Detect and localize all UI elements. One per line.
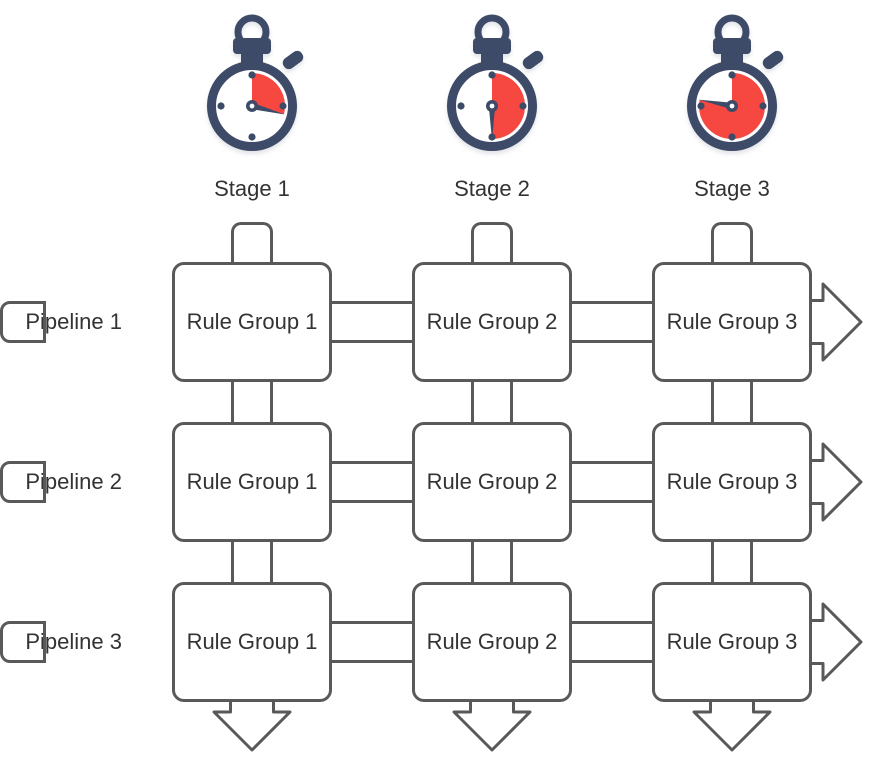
stage-2-entry-connector xyxy=(471,222,513,266)
vertical-connector xyxy=(231,540,273,584)
stage-3-exit-arrow-icon xyxy=(692,699,772,752)
horizontal-connector xyxy=(570,461,654,503)
rule-group-node: Rule Group 3 xyxy=(652,262,812,382)
horizontal-connector xyxy=(330,621,414,663)
pipeline-3-exit-arrow-icon xyxy=(810,602,863,682)
rule-group-node: Rule Group 3 xyxy=(652,422,812,542)
pipeline-1-label: Pipeline 1 xyxy=(25,309,122,334)
horizontal-connector xyxy=(570,301,654,343)
vertical-connector xyxy=(711,540,753,584)
vertical-connector xyxy=(471,380,513,424)
rule-group-node: Rule Group 2 xyxy=(412,582,572,702)
horizontal-connector xyxy=(570,621,654,663)
pipeline-2-label: Pipeline 2 xyxy=(25,469,122,494)
pipeline-2-entry-stub xyxy=(0,461,46,503)
rule-group-node: Rule Group 3 xyxy=(652,582,812,702)
rule-group-node: Rule Group 2 xyxy=(412,422,572,542)
stage-2-label: Stage 2 xyxy=(454,176,530,201)
horizontal-connector xyxy=(330,461,414,503)
stopwatch-half-icon xyxy=(447,14,544,151)
vertical-connector xyxy=(471,540,513,584)
pipeline-3-entry-stub xyxy=(0,621,46,663)
vertical-connector xyxy=(231,380,273,424)
rule-group-node: Rule Group 2 xyxy=(412,262,572,382)
stage-3-label: Stage 3 xyxy=(694,176,770,201)
horizontal-connector xyxy=(330,301,414,343)
rule-group-node: Rule Group 1 xyxy=(172,422,332,542)
vertical-connector xyxy=(711,380,753,424)
stage-1-entry-connector xyxy=(231,222,273,266)
stage-3-entry-connector xyxy=(711,222,753,266)
stage-1-label: Stage 1 xyxy=(214,176,290,201)
stopwatch-three-quarter-icon xyxy=(687,14,784,151)
pipeline-1-entry-stub xyxy=(0,301,46,343)
pipeline-2-exit-arrow-icon xyxy=(810,442,863,522)
rule-group-node: Rule Group 1 xyxy=(172,582,332,702)
stage-2-exit-arrow-icon xyxy=(452,699,532,752)
pipeline-1-exit-arrow-icon xyxy=(810,282,863,362)
stopwatch-quarter-icon xyxy=(207,14,304,151)
pipeline-3-label: Pipeline 3 xyxy=(25,629,122,654)
stage-1-exit-arrow-icon xyxy=(212,699,292,752)
rule-group-node: Rule Group 1 xyxy=(172,262,332,382)
